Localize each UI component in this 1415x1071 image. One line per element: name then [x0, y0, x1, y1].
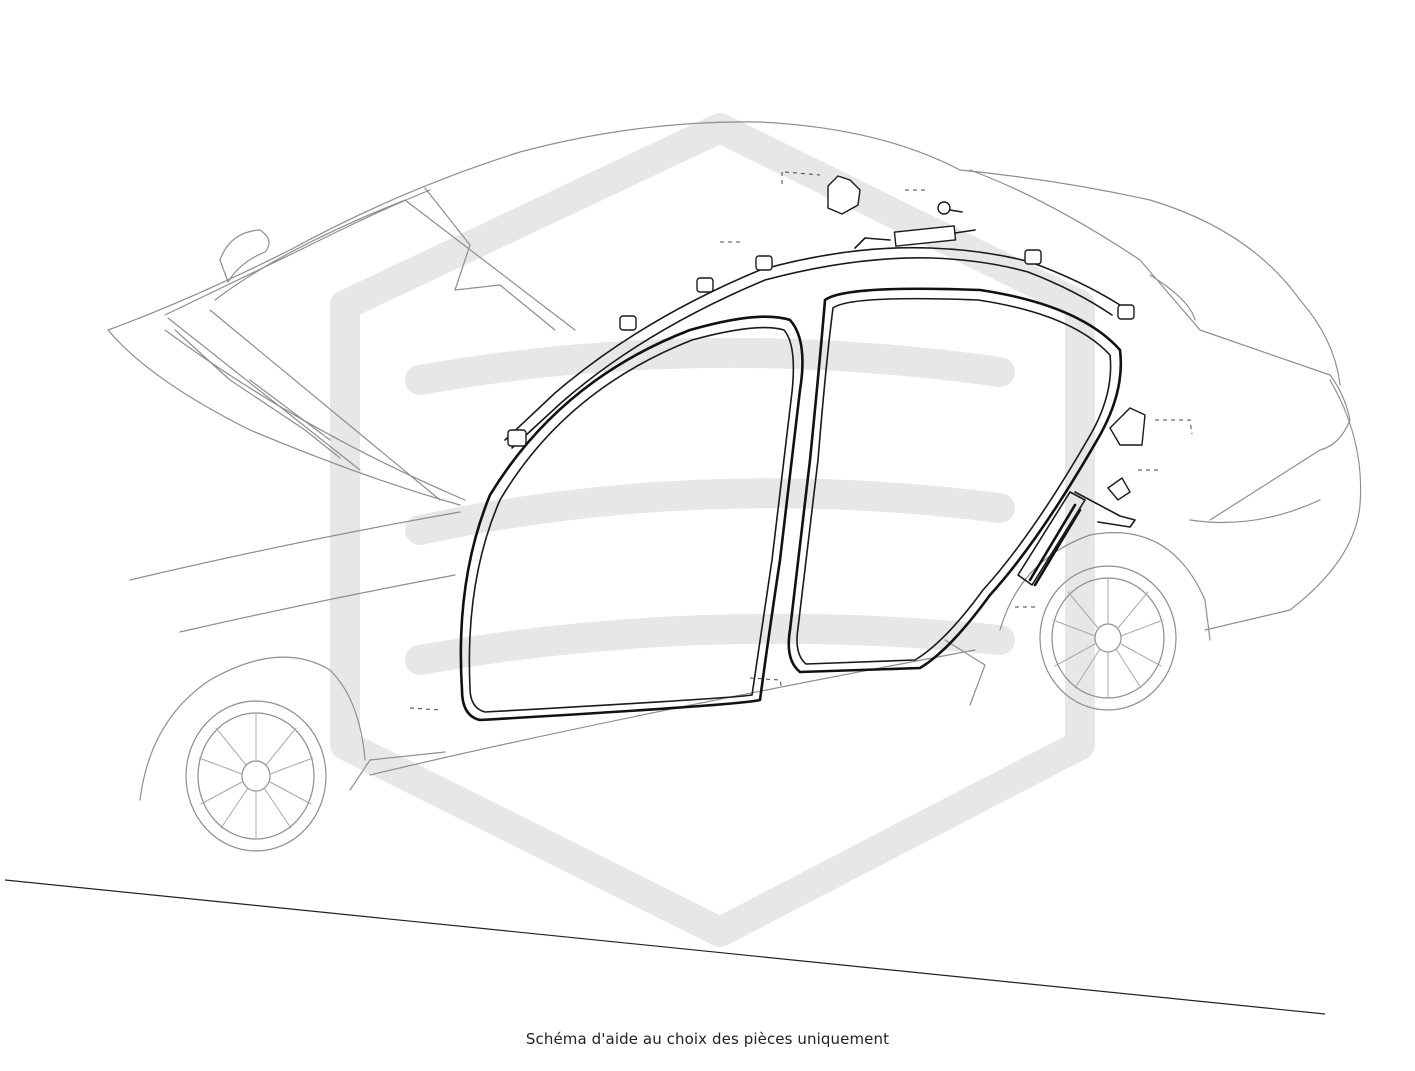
label-tag-upper	[720, 171, 963, 243]
clip-fastener-icon	[507, 249, 1135, 447]
front-wheel-icon	[185, 700, 327, 852]
rear-door-seal	[787, 287, 1123, 674]
dashed-reference-line	[409, 707, 441, 711]
rear-pillar-trim	[1015, 407, 1193, 608]
front-door-seal	[459, 315, 804, 722]
disclaimer-caption: Schéma d'aide au choix des pièces unique…	[525, 1030, 890, 1048]
rear-wheel-icon	[1039, 565, 1177, 711]
ground-line	[4, 879, 1326, 1015]
roof-rail-airbag	[504, 225, 1121, 449]
car-body	[107, 121, 1362, 801]
watermark-logo-icon	[330, 113, 1095, 947]
dashed-reference-line	[749, 677, 783, 691]
